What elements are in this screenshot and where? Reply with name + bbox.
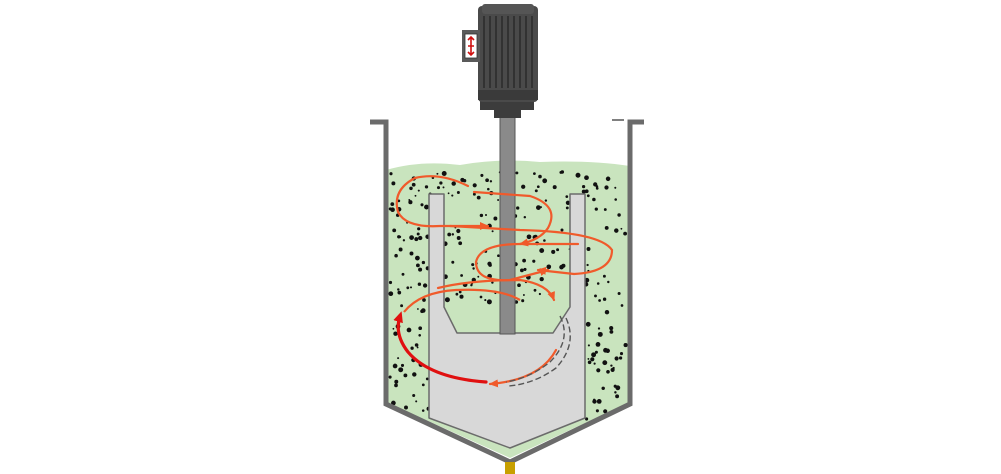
flow-path-cross (448, 224, 614, 276)
flow-arrows (395, 175, 614, 388)
flow-path-upper-right (472, 190, 553, 247)
motor-flange (480, 100, 534, 110)
flow-path-hidden (505, 315, 571, 387)
motor-terminal-box (462, 30, 480, 62)
flow-path-upper-left (395, 175, 490, 230)
rotation-direction-icon (467, 35, 475, 57)
anchor-impeller (428, 193, 586, 449)
flow-path-left-loop (403, 288, 521, 313)
motor-coupling (494, 108, 521, 118)
flow-path-lower (436, 278, 556, 302)
shaft (499, 113, 516, 335)
tank-outlet (505, 462, 515, 474)
recirculation-arrow (393, 311, 488, 384)
motor (478, 4, 538, 102)
